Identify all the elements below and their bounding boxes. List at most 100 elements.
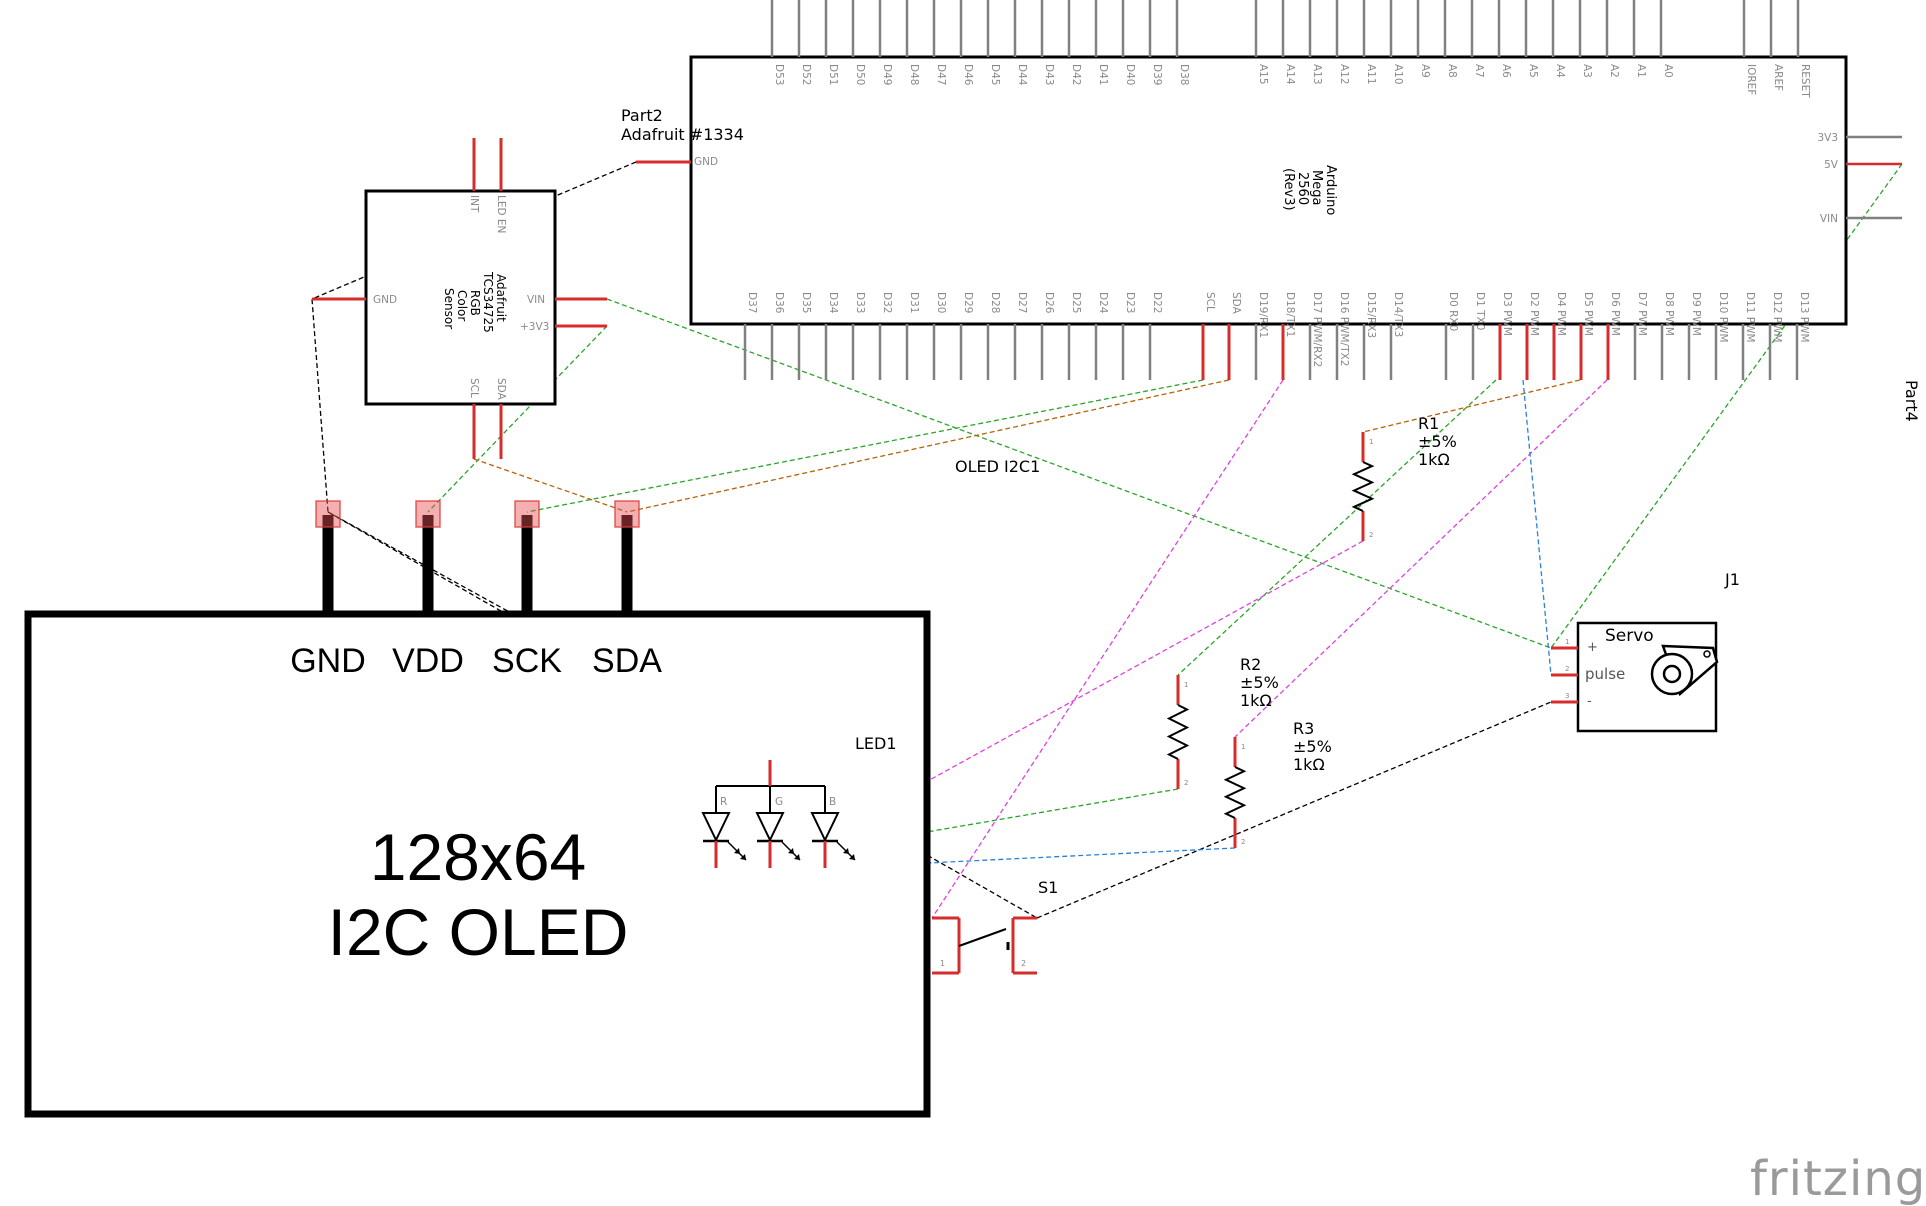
servo-part-label: J1 [1724,570,1740,589]
arduino-bottom-pin-label-32: D8 PWM [1663,292,1675,336]
arduino-bottom-pin-label-12: D25 [1070,292,1082,313]
color-sensor-body [364,189,557,406]
sensor-pin-int-label: INT [468,195,480,213]
arduino-bottom-pin-label-17: SDA [1230,292,1242,315]
servo-pin-num-2: 3 [1565,692,1569,700]
arduino-bottom-pin-label-35: D11 PWM [1744,292,1756,343]
arduino-top-pin-label-26: A5 [1527,64,1539,78]
arduino-top-pin-label-9: D44 [1016,64,1028,86]
arduino-top-pin-label-34: RESET [1799,64,1811,98]
arduino-title-1: Arduino [1323,165,1338,215]
r2-value: 1kΩ [1240,691,1272,710]
arduino-bottom-pin-label-7: D30 [935,292,947,313]
arduino-bottom-pin-label-26: D3 PWM [1501,292,1513,336]
arduino-top-pin-label-30: A1 [1635,64,1647,78]
arduino-top-pin-label-33: AREF [1772,64,1784,91]
arduino-bottom-pin-label-11: D26 [1043,292,1055,314]
arduino-bottom-pin-label-15: D22 [1151,292,1163,313]
part2-part-number: Adafruit #1334 [621,125,744,144]
servo-pin-num-1: 2 [1565,665,1569,673]
arduino-top-pin-label-3: D50 [854,64,866,85]
arduino-title-3: 2560 [1295,172,1310,205]
oled-part-label: OLED I2C1 [955,457,1040,476]
r3-zigzag [1223,766,1247,819]
wire-d3-r2 [1177,379,1497,676]
arduino-top-pin-label-15: D38 [1178,64,1190,85]
arduino-top-pin-label-21: A10 [1392,64,1404,85]
arduino-right-pin-label-1: 5V [1824,159,1839,171]
led1-arrowheads-1 [788,848,800,860]
arduino-bottom-pin-label-36: D12 PWM [1771,292,1783,343]
arduino-title-2: Mega [1309,170,1324,205]
fritzing-logo: fritzing [1750,1151,1926,1206]
servo-pin-minus-label: - [1587,694,1592,709]
arduino-bottom-pin-label-3: D34 [827,292,839,314]
arduino-bottom-pin-label-23: D14/TX3 [1392,292,1404,337]
led1-arrowheads-0 [734,848,746,860]
wire-3v3-oled-vdd [427,325,608,513]
oled-display-size: 128x64 [370,820,587,894]
wire-d5-r1 [1362,379,1581,433]
arduino-top-pin-label-2: D51 [827,64,839,85]
switch-label: S1 [1038,878,1058,897]
sensor-title-4: Color [455,290,469,321]
arduino-bottom-pin-label-30: D6 PWM [1609,292,1621,336]
arduino-bottom-pin-label-37: D13 PWM [1798,292,1810,343]
arduino-top-pin-label-11: D42 [1070,64,1082,85]
r2-zigzag [1166,704,1190,760]
oled-pin-sck-label: SCK [492,642,562,680]
arduino-top-pin-label-0: D53 [773,64,785,85]
arduino-top-pin-label-8: D45 [989,64,1001,85]
arduino-bottom-pin-label-2: D35 [800,292,812,313]
r1-tolerance: ±5% [1418,432,1457,451]
servo-pin-plus-label: + [1587,640,1598,655]
wire-d18-switch [931,379,1284,919]
arduino-bottom-pin-label-5: D32 [881,292,893,313]
arduino-bottom-pin-label-10: D27 [1016,292,1028,313]
arduino-bottom-pin-label-25: D1 TX0 [1474,292,1486,330]
led1-arrowheads-2 [843,848,855,860]
arduino-top-pin-label-5: D48 [908,64,920,85]
arduino-bottom-pin-label-21: D16 PWM/TX2 [1338,292,1350,366]
arduino-top-pin-label-27: A4 [1554,64,1566,78]
arduino-right-pin-label-0: 3V3 [1817,132,1838,144]
arduino-bottom-pin-label-8: D29 [962,292,974,313]
part2-label: Part2 [621,106,663,125]
arduino-bottom-pin-label-4: D33 [854,292,866,313]
r1-value: 1kΩ [1418,450,1450,469]
arduino-top-pin-label-7: D46 [962,64,974,86]
oled-pin-gnd-label: GND [290,642,366,680]
servo-horn-hole-icon [1703,650,1711,658]
oled-pin-pad-3 [614,500,640,528]
sensor-pin-vin-label: VIN [527,294,545,306]
sensor-pin-leden-label: LED EN [495,195,507,233]
sensor-pin-3v3-label: +3V3 [520,321,549,333]
wire-gnd-oled-switch [311,161,1038,919]
sensor-pin-scl-label: SCL [468,378,480,398]
servo-shaft-icon [1662,664,1682,684]
r1-zigzag [1351,461,1375,512]
r2-tolerance: ±5% [1240,673,1279,692]
arduino-top-pin-label-29: A2 [1608,64,1620,78]
arduino-top-pin-label-6: D47 [935,64,947,85]
arduino-top-pin-label-1: D52 [800,64,812,85]
r3-name: R3 [1293,719,1314,738]
arduino-bottom-pin-label-19: D18/TX1 [1284,292,1296,337]
wire-d2-servo-pulse [1522,379,1552,676]
arduino-top-pin-label-18: A13 [1311,64,1323,85]
arduino-bottom-pin-label-22: D15/RX3 [1365,292,1377,338]
oled-display-type: I2C OLED [328,895,629,969]
arduino-top-pin-label-23: A8 [1446,64,1458,78]
r3-value: 1kΩ [1293,755,1325,774]
led1-channel-g: G [775,796,783,808]
arduino-bottom-pin-label-27: D2 PWM [1528,292,1540,336]
r2-pin2-num: 2 [1184,779,1188,787]
sensor-title-5: Sensor [442,288,456,329]
wire-sensor-scl-oled [473,458,628,513]
r1-pin1-num: 1 [1369,438,1373,446]
arduino-top-pin-label-10: D43 [1043,64,1055,85]
r3-tolerance: ±5% [1293,737,1332,756]
led1-diode-0 [701,812,731,843]
arduino-top-pin-label-14: D39 [1151,64,1163,85]
